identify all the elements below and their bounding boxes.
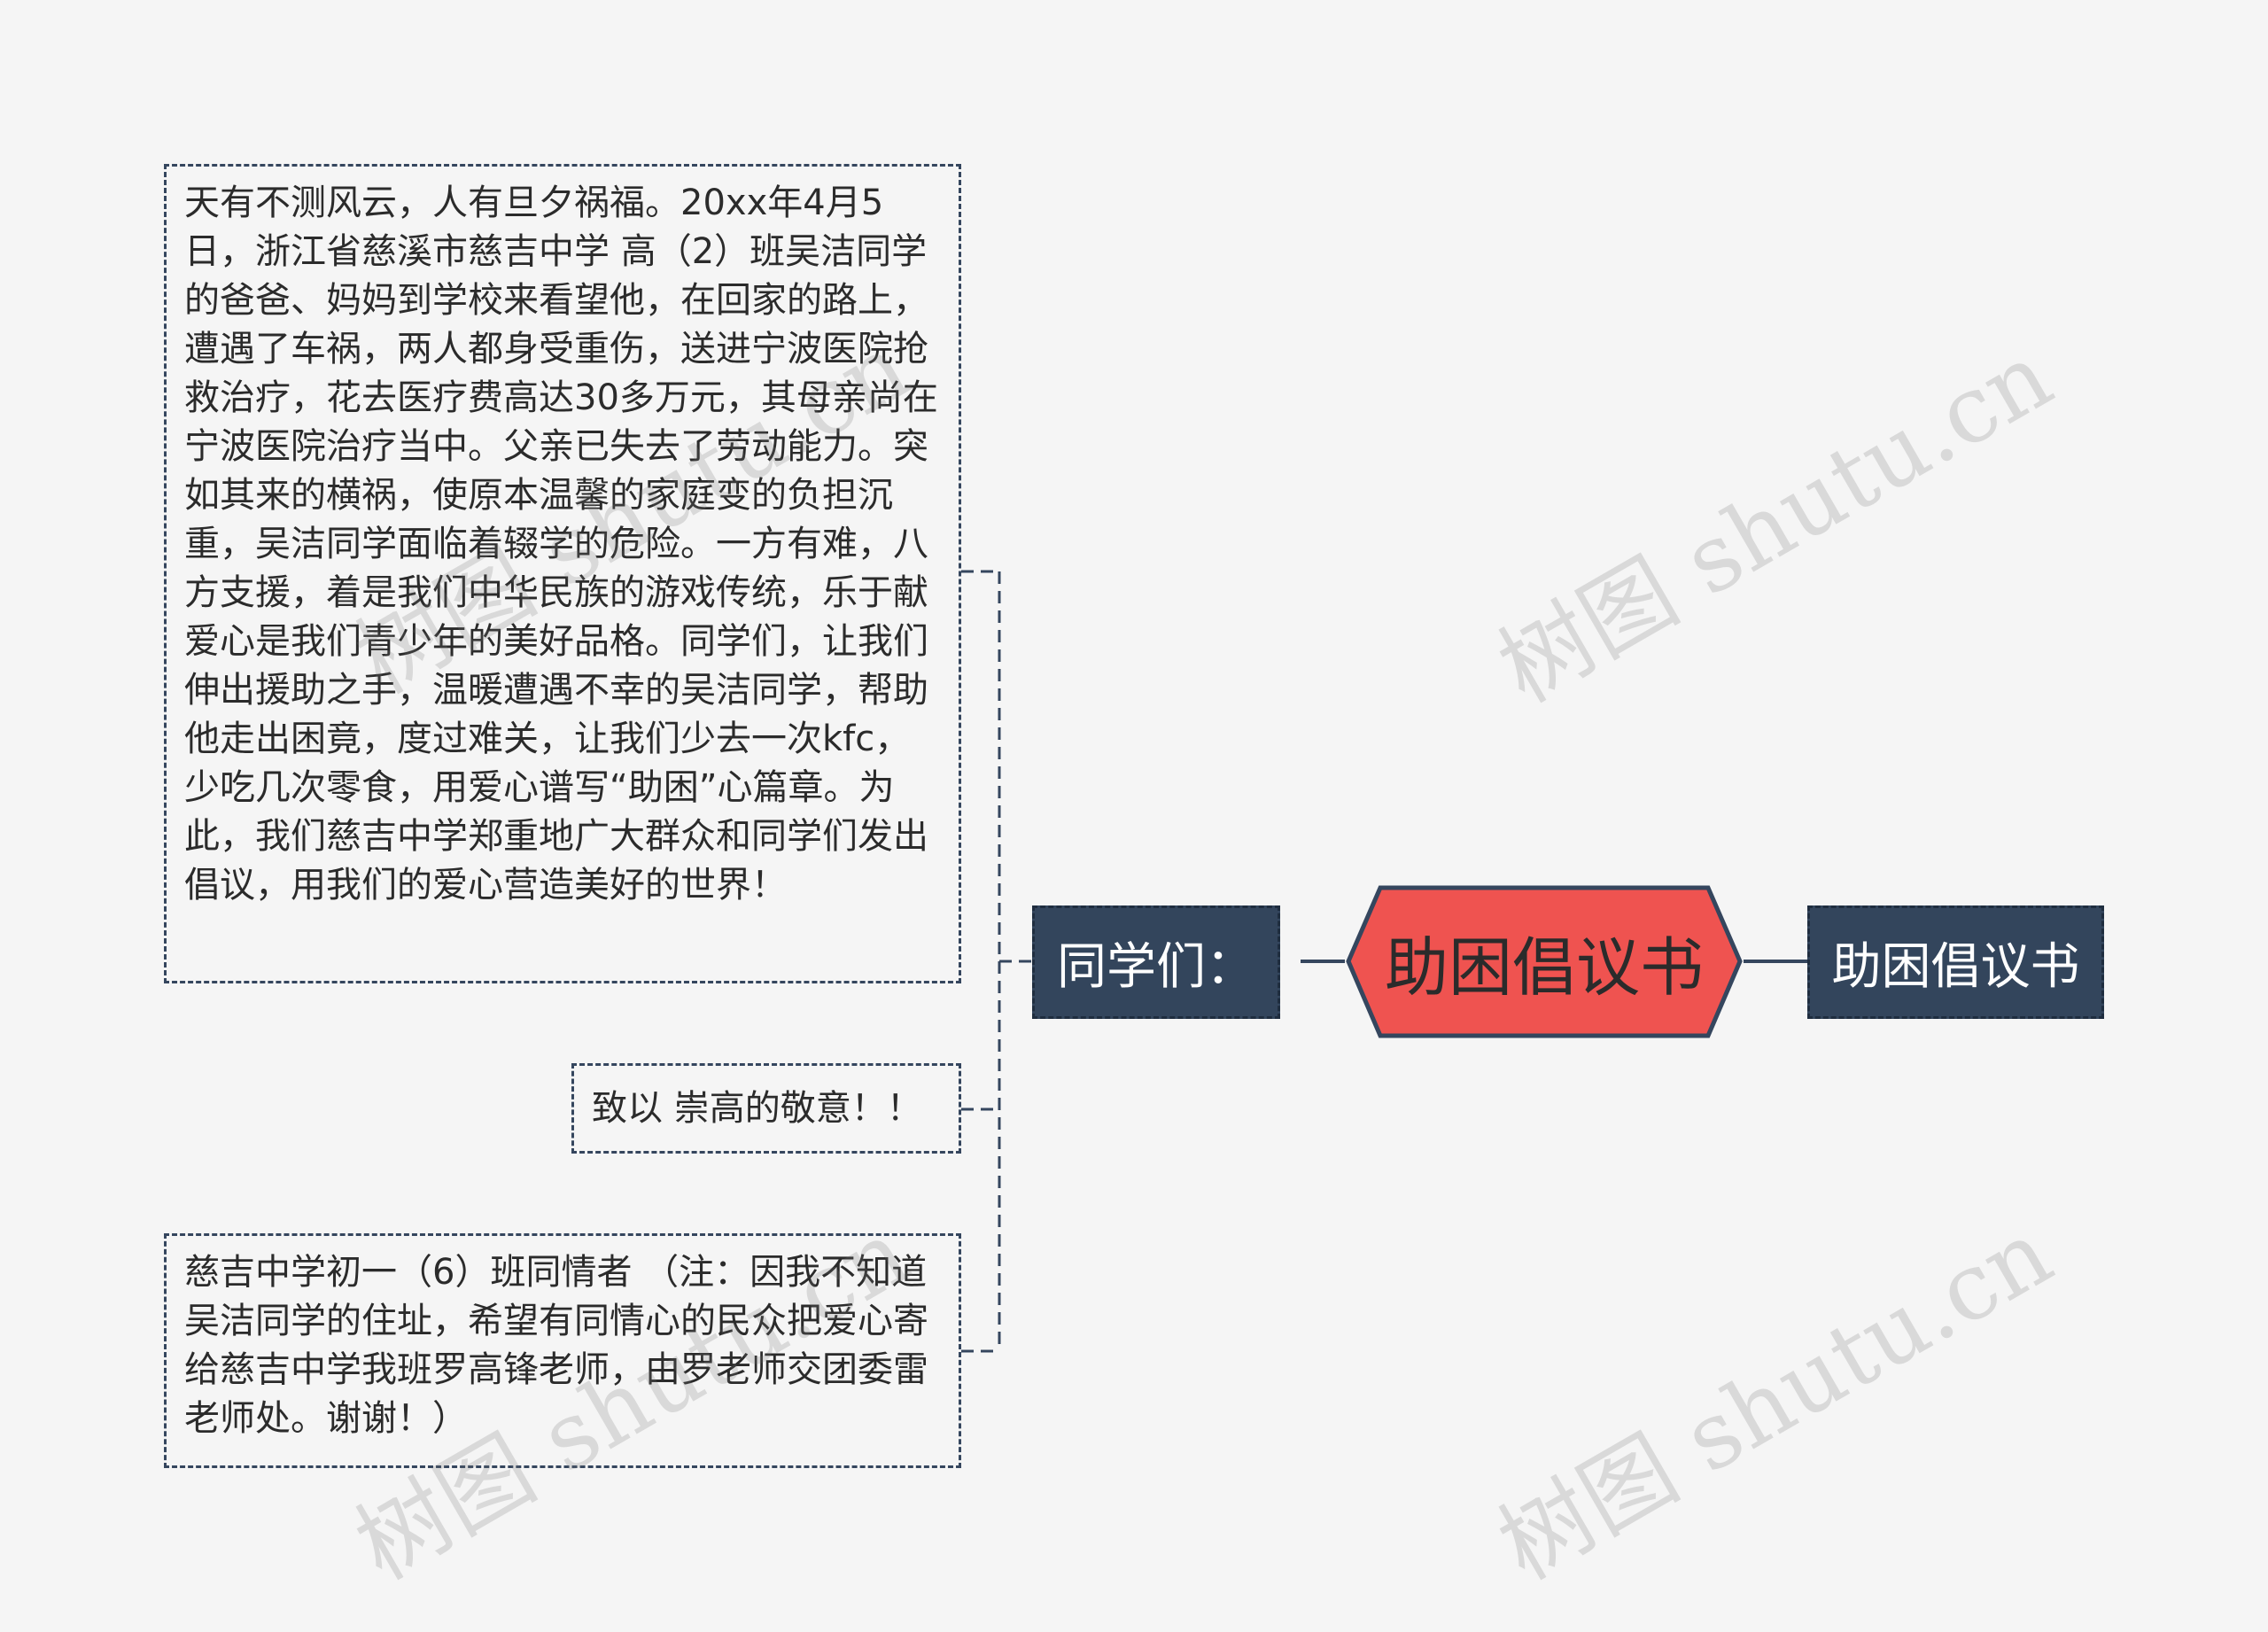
leaf-node-signature-text: 慈吉中学初一（6）班同情者 （注：因我不知道吴洁同学的住址，希望有同情心的民众把…: [184, 1252, 928, 1439]
leaf-node-signature[interactable]: 慈吉中学初一（6）班同情者 （注：因我不知道吴洁同学的住址，希望有同情心的民众把…: [164, 1233, 961, 1468]
root-node-shape: [1346, 885, 1743, 1038]
branch-node-classmates[interactable]: 同学们：: [1032, 905, 1280, 1019]
branch-node-title[interactable]: 助困倡议书: [1807, 905, 2104, 1019]
leaf-node-appeal-text: 天有不测风云，人有旦夕祸福。20xx年4月5日，浙江省慈溪市慈吉中学 高（2）班…: [184, 183, 938, 905]
root-node-label: 助困倡议书: [1384, 930, 1704, 1005]
branch-node-title-label: 助困倡议书: [1831, 937, 2080, 996]
branch-node-classmates-label: 同学们：: [1057, 937, 1255, 996]
root-node[interactable]: 助困倡议书: [1345, 884, 1744, 1039]
leaf-node-regards-text: 致以 崇高的敬意！！: [592, 1087, 922, 1129]
leaf-node-regards[interactable]: 致以 崇高的敬意！！: [571, 1063, 961, 1154]
leaf-node-appeal[interactable]: 天有不测风云，人有旦夕祸福。20xx年4月5日，浙江省慈溪市慈吉中学 高（2）班…: [164, 164, 961, 983]
